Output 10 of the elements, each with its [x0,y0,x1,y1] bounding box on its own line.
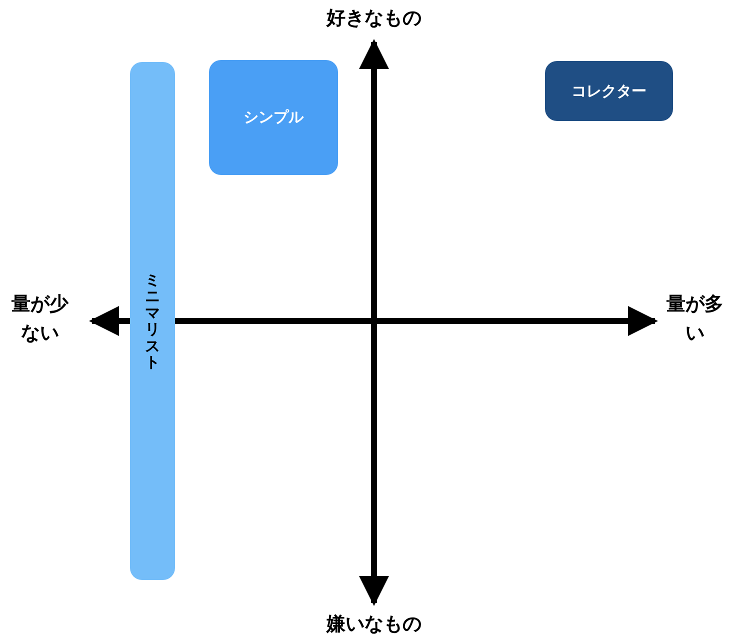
vertical-category-bar [130,62,175,580]
axis-label: 好きなもの [325,6,422,31]
category-box [209,60,338,175]
axis-label: 嫌いなもの [325,612,422,637]
node-label: ミニマリスト [145,272,160,370]
category-box [545,61,673,121]
node-label: コレクター [572,82,646,100]
node-label: シンプル [244,108,304,127]
axis-label: 量が多い [666,292,724,346]
axis-label: 量が少ない [10,292,70,346]
